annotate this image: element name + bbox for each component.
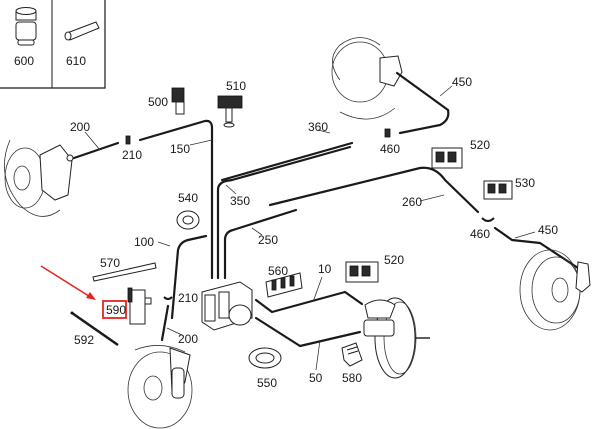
label-510: 510 — [226, 79, 246, 93]
rear-right-brake-disc-upper-icon — [331, 37, 403, 120]
brake-line-450-lower[interactable] — [493, 226, 580, 270]
inset-box — [0, 0, 106, 89]
label-520-lower: 520 — [384, 253, 404, 267]
label-350: 350 — [230, 194, 250, 208]
brake-line-200-upper[interactable] — [72, 141, 120, 160]
brake-line-260[interactable] — [268, 166, 480, 214]
label-600: 600 — [14, 54, 34, 68]
brake-line-100[interactable] — [170, 234, 208, 320]
part-460-clip-lower-icon[interactable] — [481, 217, 495, 222]
part-600-bolt-icon[interactable] — [15, 7, 37, 46]
part-210-clip-lower-icon[interactable] — [163, 296, 173, 300]
brake-line-250[interactable] — [223, 208, 298, 280]
brake-line-350[interactable] — [216, 178, 234, 280]
brake-line-450-upper[interactable] — [395, 71, 450, 135]
part-460-clip-upper-icon[interactable] — [384, 128, 391, 138]
part-590-sensor-icon[interactable] — [127, 287, 152, 325]
part-560-connector-strip-icon[interactable] — [265, 272, 303, 298]
rear-right-brake-disc-lower-icon — [519, 249, 591, 331]
label-590: 590 — [106, 303, 126, 317]
part-210-clip-upper-icon[interactable] — [125, 135, 131, 145]
label-570: 570 — [100, 256, 120, 270]
label-210-lower: 210 — [178, 291, 198, 305]
label-360: 360 — [308, 120, 328, 134]
label-500: 500 — [148, 95, 168, 109]
label-10: 10 — [318, 262, 332, 276]
part-580-bracket-icon[interactable] — [341, 342, 363, 367]
label-550: 550 — [257, 376, 277, 390]
label-50: 50 — [309, 371, 323, 385]
label-530: 530 — [515, 176, 535, 190]
part-570-rod-icon[interactable] — [92, 262, 157, 282]
front-right-brake-disc-icon — [127, 345, 193, 429]
abs-hydraulic-unit-icon[interactable] — [201, 281, 253, 331]
part-540-grommet-icon[interactable] — [176, 210, 200, 230]
label-520-upper: 520 — [470, 138, 490, 152]
red-arrow-icon — [40, 265, 96, 300]
label-150: 150 — [170, 142, 190, 156]
label-100: 100 — [134, 235, 154, 249]
brake-booster-master-cylinder-icon[interactable] — [363, 297, 430, 379]
label-450-upper: 450 — [452, 75, 472, 89]
label-250: 250 — [258, 233, 278, 247]
part-520-valve-block-upper-icon[interactable] — [431, 147, 463, 169]
highlight-box-590 — [102, 300, 127, 319]
part-500-connector-icon[interactable] — [171, 87, 185, 115]
label-200-upper: 200 — [70, 120, 90, 134]
label-592: 592 — [74, 333, 94, 347]
part-530-valve-block-icon[interactable] — [483, 180, 513, 200]
label-210-upper: 210 — [122, 148, 142, 162]
part-550-grommet-icon[interactable] — [248, 347, 282, 369]
brake-line-50[interactable] — [254, 316, 362, 348]
part-520-valve-block-lower-icon[interactable] — [345, 261, 379, 283]
label-450-lower: 450 — [538, 223, 558, 237]
label-610: 610 — [66, 54, 86, 68]
label-260: 260 — [402, 195, 422, 209]
label-560: 560 — [268, 264, 288, 278]
front-left-brake-disc-icon — [4, 139, 74, 217]
part-510-connector-icon[interactable] — [217, 95, 243, 128]
label-200-lower: 200 — [178, 332, 198, 346]
label-460-lower: 460 — [470, 227, 490, 241]
part-592-cable-icon[interactable] — [70, 311, 119, 347]
brake-line-10[interactable] — [254, 290, 364, 314]
brake-line-150[interactable] — [138, 119, 214, 280]
label-460-upper: 460 — [380, 142, 400, 156]
brake-line-200-lower[interactable] — [160, 304, 170, 342]
brake-line-360[interactable] — [230, 145, 352, 182]
label-580: 580 — [342, 371, 362, 385]
part-610-sleeve-icon[interactable] — [64, 21, 100, 41]
label-540: 540 — [178, 191, 198, 205]
